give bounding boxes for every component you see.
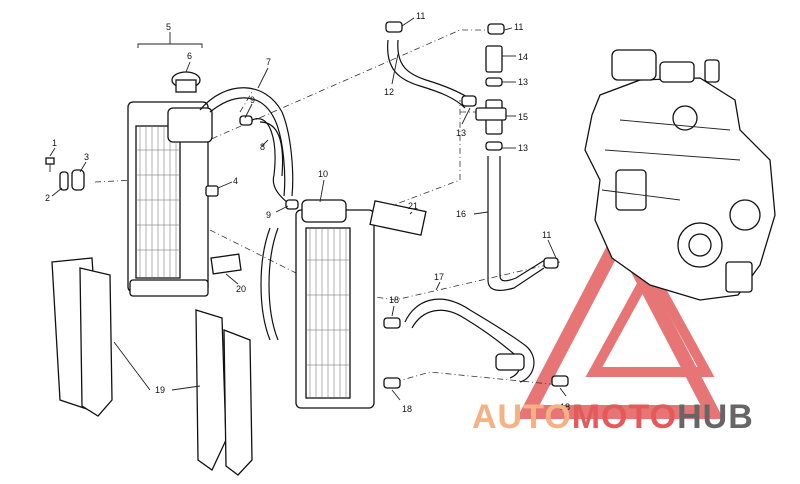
callout-17: 17 xyxy=(434,272,444,282)
radiator-left xyxy=(127,101,213,297)
hose-clamp xyxy=(461,95,477,107)
filler-cap xyxy=(171,71,201,93)
callout-13: 13 xyxy=(456,128,466,138)
foam-pad-large xyxy=(369,200,427,236)
callout-9: 9 xyxy=(250,95,255,105)
screw-washer-set xyxy=(45,157,219,197)
callout-10: 10 xyxy=(318,169,328,179)
callout-9: 9 xyxy=(266,210,271,220)
hose-clamp xyxy=(383,317,401,329)
callout-4: 4 xyxy=(233,176,238,186)
svg-text:AUTOMOTOHUB: AUTOMOTOHUB xyxy=(472,398,754,436)
watermark-text: AUTOMOTOHUB xyxy=(472,398,754,436)
callout-12: 12 xyxy=(384,87,394,97)
engine-block xyxy=(584,49,776,301)
foam-pad-small xyxy=(210,253,242,275)
radiator-guard-left xyxy=(51,257,113,417)
radiator-right-fins xyxy=(306,228,350,398)
callout-11: 11 xyxy=(416,11,425,21)
radiator-right xyxy=(295,199,375,409)
watermark-auto: AUTO xyxy=(472,398,572,436)
hose-set-left xyxy=(199,87,294,341)
watermark-moto: MOTO xyxy=(572,398,677,436)
callout-8: 8 xyxy=(260,142,265,152)
callout-11: 11 xyxy=(542,230,551,240)
callout-1: 1 xyxy=(52,138,57,148)
watermark-hub: HUB xyxy=(677,398,754,436)
radiator-guard-right xyxy=(195,309,253,476)
callout-2: 2 xyxy=(45,193,50,203)
hose-clamp xyxy=(487,23,505,35)
watermark-logo-icon xyxy=(516,220,724,419)
callout-16: 16 xyxy=(456,209,466,219)
callout-21: 21 xyxy=(408,201,418,211)
callout-15: 15 xyxy=(518,112,528,122)
hose-clamp xyxy=(385,21,403,33)
hose-clamp xyxy=(543,257,559,269)
callout-6: 6 xyxy=(187,51,192,61)
callout-19: 19 xyxy=(155,385,165,395)
callout-18: 18 xyxy=(389,295,399,305)
callout-20: 20 xyxy=(236,284,246,294)
callout-13: 13 xyxy=(518,77,528,87)
callout-11: 11 xyxy=(514,22,523,32)
radiator-left-fins xyxy=(136,126,180,278)
connector-tube xyxy=(485,45,503,73)
hose-clamp xyxy=(383,377,401,389)
callout-labels: 1 2 3 4 5 6 7 8 9 9 10 11 11 11 12 13 13… xyxy=(45,11,570,414)
hose-upper xyxy=(387,39,473,109)
callout-18: 18 xyxy=(560,402,570,412)
callout-13: 13 xyxy=(518,143,528,153)
t-connector xyxy=(475,99,507,135)
callout-14: 14 xyxy=(518,52,528,62)
hose-long xyxy=(487,156,549,291)
callout-18: 18 xyxy=(402,404,412,414)
hose-clamp xyxy=(485,141,503,151)
callout-5: 5 xyxy=(166,22,171,32)
hose-clamp xyxy=(551,375,569,387)
hose-clamp xyxy=(285,199,299,210)
callout-7: 7 xyxy=(266,57,271,67)
hose-clamp xyxy=(239,115,253,126)
callout-3: 3 xyxy=(84,152,89,162)
hose-clamp xyxy=(485,77,503,87)
hose-lower xyxy=(404,298,535,383)
callout-leaders xyxy=(49,17,567,401)
